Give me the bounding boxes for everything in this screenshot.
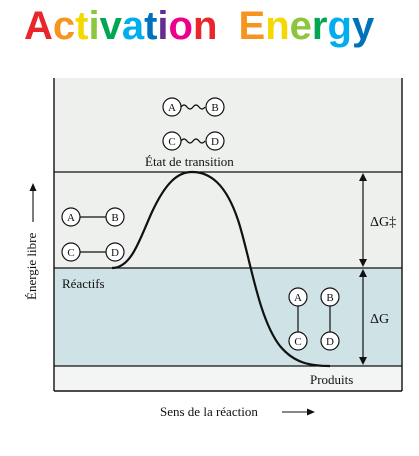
wavy-bond-bottom bbox=[180, 138, 206, 144]
reaction-energy-curve bbox=[111, 170, 331, 368]
transition-state-molecules: A B C D bbox=[162, 97, 225, 151]
molecule-a-label: A bbox=[168, 102, 176, 114]
reactant-a-label: A bbox=[67, 212, 75, 224]
banner-title-letter: E bbox=[239, 4, 266, 48]
molecule-d bbox=[205, 131, 225, 151]
transition-state-label: État de transition bbox=[145, 154, 234, 169]
banner-title-word-activation: Activation bbox=[24, 4, 217, 48]
free-energy-change-label: ΔG bbox=[370, 312, 389, 327]
banner-title-letter: i bbox=[88, 4, 99, 48]
free-energy-change-arrow bbox=[359, 269, 367, 365]
activation-energy-arrow bbox=[359, 173, 367, 267]
molecule-c bbox=[162, 131, 182, 151]
molecule-b bbox=[205, 97, 225, 117]
reactant-c bbox=[61, 242, 81, 262]
product-a-label: A bbox=[294, 292, 302, 304]
reactant-b bbox=[105, 207, 125, 227]
lower-band bbox=[54, 268, 402, 366]
product-b-label: B bbox=[326, 292, 333, 304]
banner-title-letter: e bbox=[290, 4, 312, 48]
product-d bbox=[320, 331, 340, 351]
banner-title-word-energy: Energy bbox=[239, 4, 375, 48]
x-axis-arrow bbox=[282, 408, 315, 416]
wavy-bond-top bbox=[180, 104, 206, 110]
banner-title-letter: n bbox=[265, 4, 289, 48]
reactant-c-label: C bbox=[67, 247, 74, 259]
product-d-label: D bbox=[326, 336, 334, 348]
product-b bbox=[320, 287, 340, 307]
products-label: Produits bbox=[310, 372, 353, 387]
reactant-b-label: B bbox=[111, 212, 118, 224]
upper-band bbox=[54, 78, 402, 172]
molecule-b-label: B bbox=[211, 102, 218, 114]
reactant-molecules: A B C D bbox=[61, 207, 125, 262]
product-a bbox=[288, 287, 308, 307]
reactants-label: Réactifs bbox=[62, 276, 105, 291]
banner-title-letter: t bbox=[75, 4, 88, 48]
banner-title-letter: g bbox=[328, 4, 352, 48]
product-c-label: C bbox=[294, 336, 301, 348]
banner-title-letter: i bbox=[157, 4, 168, 48]
banner-title-letter: c bbox=[53, 4, 75, 48]
y-axis-label: Énergie libre bbox=[24, 233, 39, 300]
banner-title-letter: t bbox=[144, 4, 157, 48]
banner-title-letter: a bbox=[122, 4, 145, 48]
banner-title-letter: o bbox=[169, 4, 193, 48]
banner-title-letter: r bbox=[312, 4, 328, 48]
banner-title-letter: v bbox=[100, 4, 123, 48]
banner-title-letter: A bbox=[24, 4, 53, 48]
molecule-a bbox=[162, 97, 182, 117]
y-axis-arrow bbox=[29, 183, 37, 222]
banner-title-letter: y bbox=[352, 4, 375, 48]
reactant-a bbox=[61, 207, 81, 227]
activation-energy-label: ΔG‡ bbox=[370, 215, 396, 230]
bottom-band bbox=[54, 366, 402, 391]
reactant-d-label: D bbox=[111, 247, 119, 259]
banner-title-letter: n bbox=[193, 4, 217, 48]
banner: Activation Energy bbox=[24, 4, 375, 48]
svg-text:Activation Energy: Activation Energy bbox=[24, 4, 375, 48]
reactant-d bbox=[105, 242, 125, 262]
product-c bbox=[288, 331, 308, 351]
molecule-d-label: D bbox=[211, 136, 219, 148]
x-axis-label: Sens de la réaction bbox=[160, 404, 258, 419]
molecule-c-label: C bbox=[168, 136, 175, 148]
energy-diagram: ΔG‡ ΔG A B C D État de transition bbox=[24, 78, 403, 419]
product-molecules: A B C D bbox=[288, 287, 340, 351]
